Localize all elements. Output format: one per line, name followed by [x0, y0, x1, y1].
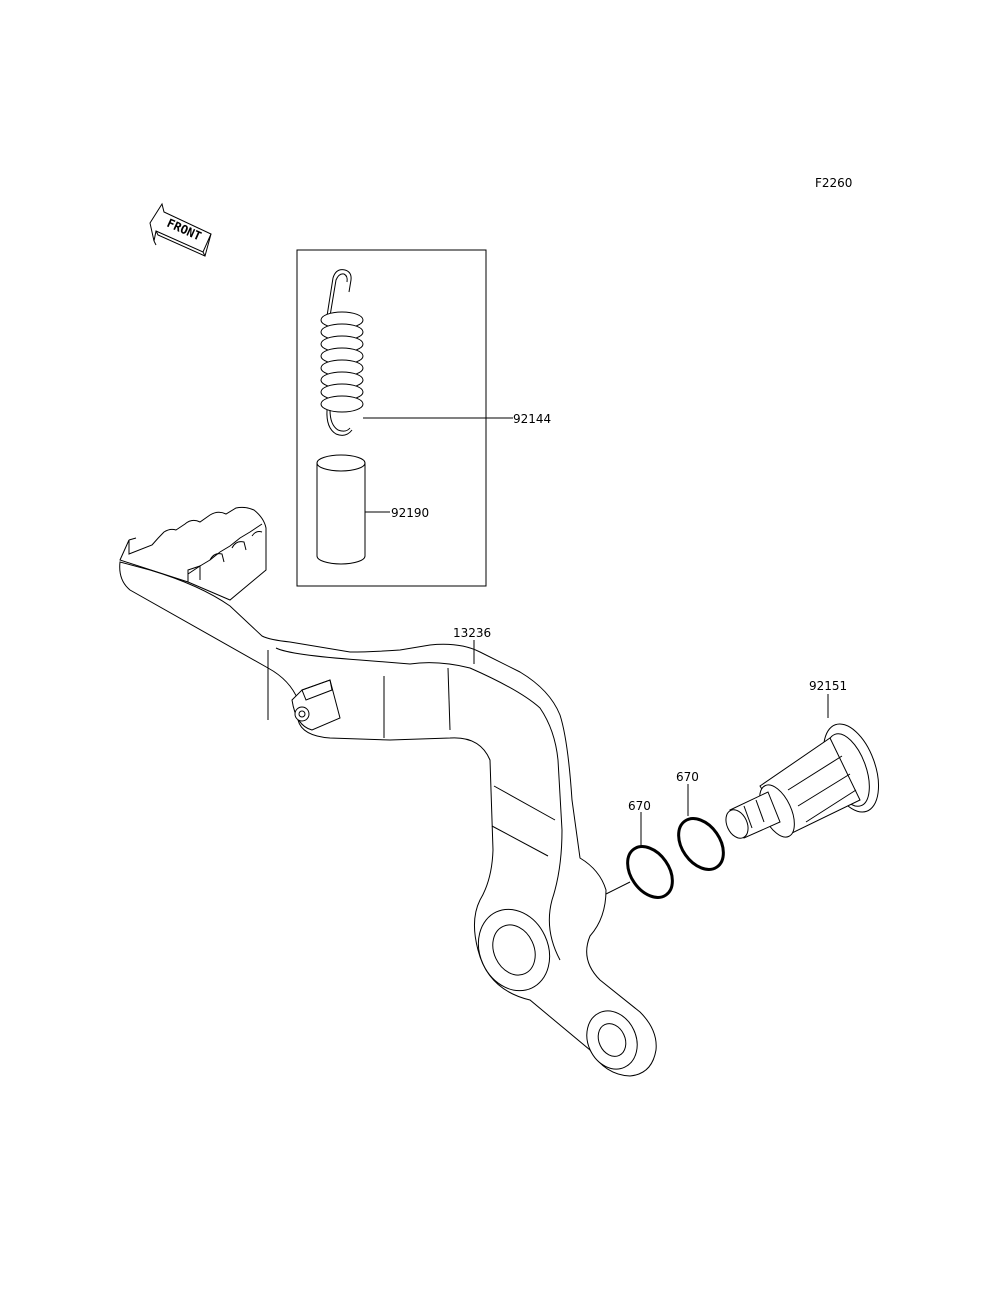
pivot-bolt-icon: [725, 723, 879, 839]
pedal-callout: 13236: [453, 626, 491, 640]
spring-callout: 92144: [513, 412, 551, 426]
pivot-bolt-callout: 92151: [809, 679, 847, 693]
spring-icon: [320, 269, 364, 436]
oring-inner-callout: 670: [628, 799, 651, 813]
brake-pedal-icon: [119, 506, 657, 1077]
oring-outer-icon: [677, 817, 725, 871]
collar-callout: 92190: [391, 506, 429, 520]
oring-inner-icon: [626, 845, 674, 899]
axis-line: [605, 881, 631, 895]
front-arrow-icon: FRONT: [149, 202, 212, 257]
collar-icon: [316, 454, 366, 565]
oring-outer-callout: 670: [676, 770, 699, 784]
figure-code: F2260: [815, 176, 852, 190]
